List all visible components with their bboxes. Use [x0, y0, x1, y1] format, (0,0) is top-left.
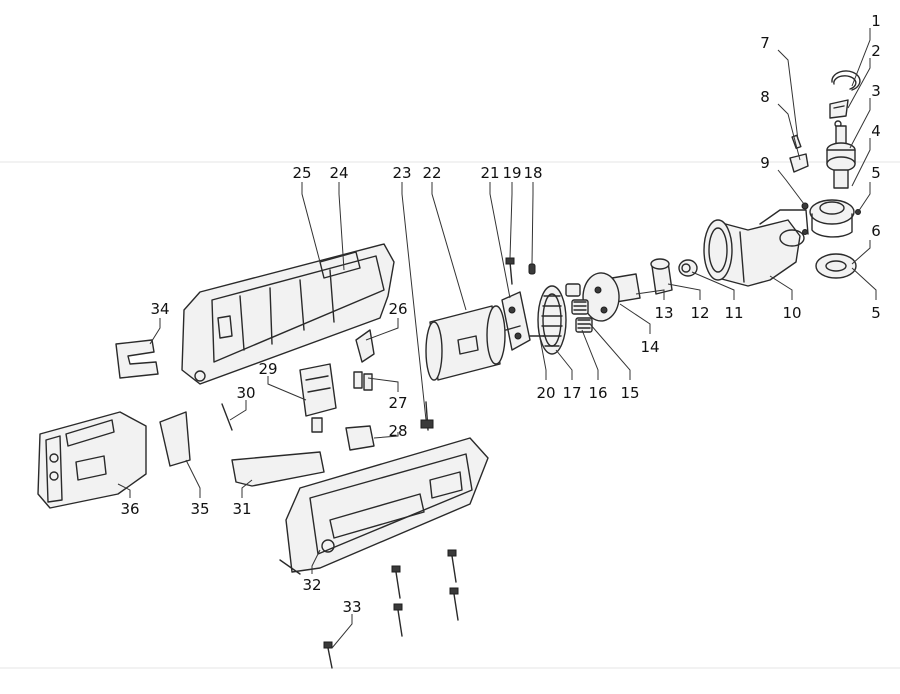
label-19: 19	[502, 164, 521, 182]
part-number-labels: 1 2 3 4 5 6 5 7 8 9 10 11 12 13 14 15 16…	[120, 12, 880, 616]
part-19-screw	[509, 261, 513, 285]
part-8-block	[789, 153, 809, 173]
part-12-sleeve	[650, 258, 673, 295]
label-30: 30	[236, 384, 255, 402]
label-16: 16	[588, 384, 607, 402]
label-27: 27	[388, 394, 407, 412]
part-23-screw-head	[420, 419, 434, 429]
part-5-collar	[809, 199, 855, 238]
label-1: 1	[871, 12, 881, 30]
label-5: 5	[871, 164, 881, 182]
part-33-screws	[323, 549, 459, 669]
label-32: 32	[302, 576, 321, 594]
part-17-ring-gear	[537, 285, 567, 355]
part-5-pin-lower	[802, 229, 808, 235]
part-11-bushing	[678, 259, 698, 277]
label-28: 28	[388, 422, 407, 440]
label-34: 34	[150, 300, 169, 318]
part-1-retaining-ring-inner	[833, 75, 857, 90]
part-22-motor	[425, 305, 521, 381]
part-29-switch	[299, 363, 337, 433]
label-36: 36	[120, 500, 139, 518]
part-3-anvil-shaft	[826, 125, 856, 189]
label-22: 22	[422, 164, 441, 182]
part-2-clip	[829, 99, 849, 128]
part-30-pin	[221, 403, 233, 431]
label-10: 10	[782, 304, 801, 322]
label-29: 29	[258, 360, 277, 378]
label-15: 15	[620, 384, 639, 402]
label-13: 13	[654, 304, 673, 322]
part-21-motor-plate	[501, 291, 531, 351]
label-25: 25	[292, 164, 311, 182]
part-6-washer	[815, 253, 857, 279]
label-3: 3	[871, 82, 881, 100]
label-14: 14	[640, 338, 659, 356]
label-6: 6	[871, 222, 881, 240]
label-9: 9	[760, 154, 770, 172]
label-4: 4	[871, 122, 881, 140]
part-32-lower-housing	[279, 437, 489, 575]
part-18-spring	[528, 263, 536, 275]
label-17: 17	[562, 384, 581, 402]
label-18: 18	[523, 164, 542, 182]
label-20: 20	[536, 384, 555, 402]
part-9-ball	[801, 202, 809, 210]
label-7: 7	[760, 34, 770, 52]
label-11: 11	[724, 304, 743, 322]
part-34-belt-clip	[115, 339, 159, 379]
part-24-upper-housing	[181, 243, 395, 385]
label-35: 35	[190, 500, 209, 518]
part-31-plate	[231, 451, 325, 487]
part-19-screw-head	[505, 257, 515, 265]
leader-lines	[117, 28, 877, 649]
part-1-retaining-ring	[831, 70, 861, 91]
label-31: 31	[232, 500, 251, 518]
label-8: 8	[760, 88, 770, 106]
label-2: 2	[871, 42, 881, 60]
label-33: 33	[342, 598, 361, 616]
label-21: 21	[480, 164, 499, 182]
part-28-terminal-block	[345, 425, 375, 451]
label-23: 23	[392, 164, 411, 182]
label-5-lower: 5	[871, 304, 881, 322]
part-15-planet-gears	[565, 283, 593, 333]
label-12: 12	[690, 304, 709, 322]
label-26: 26	[388, 300, 407, 318]
part-10-head-housing	[703, 209, 809, 287]
part-26-clip	[355, 329, 375, 363]
part-13-carrier-shaft	[582, 272, 641, 322]
part-35-bracket	[159, 411, 191, 467]
part-27-contacts	[353, 371, 373, 391]
label-24: 24	[329, 164, 348, 182]
